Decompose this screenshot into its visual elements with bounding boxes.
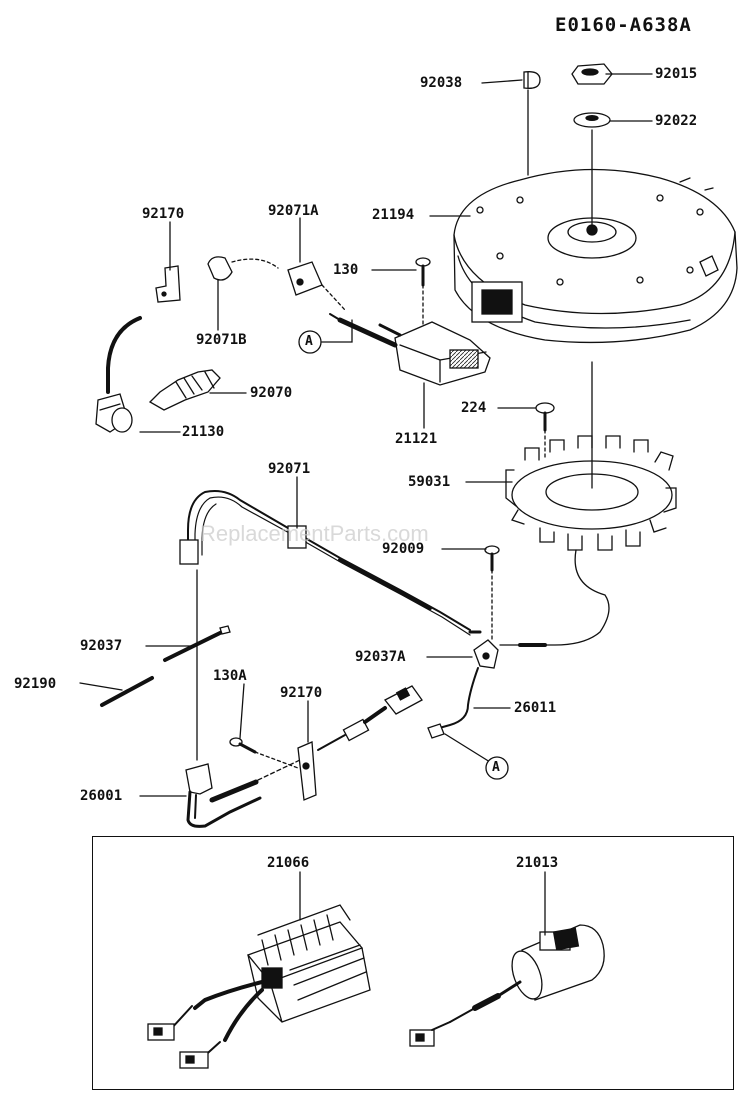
part-label-92037A[interactable]: 92037A [355,649,406,665]
part-label-92170-lower[interactable]: 92170 [280,685,323,701]
ignition-coil [329,313,491,386]
bolt-130A [229,737,299,769]
part-label-21013[interactable]: 21013 [516,855,559,871]
spark-plug [148,369,221,411]
capacitor [409,924,605,1047]
part-label-92022[interactable]: 92022 [655,113,698,129]
stator [505,435,677,551]
clip-92170-top [155,265,181,303]
harness-26001 [185,759,301,828]
callout-a-upper [298,330,322,354]
wire-harness [179,490,482,636]
part-label-92015[interactable]: 92015 [655,66,698,82]
watermark: ReplacementParts.com [200,521,429,546]
bolt-130 [415,257,431,326]
nut [571,63,613,85]
part-label-92070[interactable]: 92070 [250,385,293,401]
part-label-92071[interactable]: 92071 [268,461,311,477]
part-label-92009[interactable]: 92009 [382,541,425,557]
part-label-26001[interactable]: 26001 [80,788,123,804]
key [523,71,541,89]
accessory-parts-box [92,836,734,1090]
callout-a-lower-label: A [492,760,500,775]
stator-lead-wire [499,549,610,646]
part-label-224[interactable]: 224 [461,400,487,416]
clip-92170-lower [297,741,317,801]
part-label-130A[interactable]: 130A [213,668,247,684]
part-label-21194[interactable]: 21194 [372,207,415,223]
part-label-92170-top[interactable]: 92170 [142,206,185,222]
callout-line-a-lower [444,733,491,763]
regulator [147,904,371,1069]
part-label-92190[interactable]: 92190 [14,676,57,692]
part-label-21121[interactable]: 21121 [395,431,438,447]
plug-cap-21130 [95,393,133,433]
ground-lead-terminal [427,723,445,739]
pipe-92190 [100,676,154,707]
terminal-92037A [473,639,499,669]
harness-connector [317,685,423,751]
part-label-92037[interactable]: 92037 [80,638,123,654]
part-label-59031[interactable]: 59031 [408,474,451,490]
part-label-92071A[interactable]: 92071A [268,203,319,219]
part-label-21066[interactable]: 21066 [267,855,310,871]
flywheel [453,168,738,344]
part-label-130[interactable]: 130 [333,262,359,278]
part-label-26011[interactable]: 26011 [514,700,557,716]
cap-92071A [287,261,346,311]
diagram-id: E0160-A638A [555,14,692,36]
part-label-92038[interactable]: 92038 [420,75,463,91]
part-label-21130[interactable]: 21130 [182,424,225,440]
callout-a-upper-line [321,319,353,343]
washer [573,112,611,128]
screw-92009 [484,545,500,641]
callout-a-upper-label: A [305,334,313,349]
part-label-92071B[interactable]: 92071B [196,332,247,348]
callout-a-lower [485,756,509,780]
ground-lead [431,667,479,731]
plug-cap-92071B [207,256,279,281]
leader-lines [79,73,653,797]
ht-lead [106,316,142,394]
